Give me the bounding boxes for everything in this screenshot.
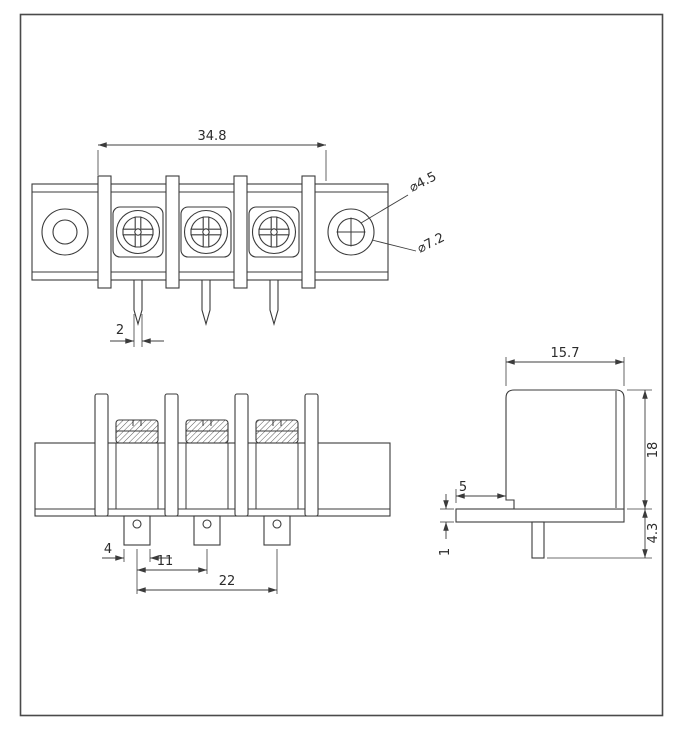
barrier-wall-front bbox=[164, 393, 179, 517]
mounting-hole-right bbox=[327, 208, 375, 256]
terminal-screw-front bbox=[115, 419, 159, 444]
dim-hole-outer-label: ⌀7.2 bbox=[415, 230, 447, 256]
terminal-screw bbox=[180, 206, 232, 258]
dim-body-height: 18 bbox=[627, 389, 661, 510]
dim-body-height-label: 18 bbox=[646, 442, 661, 459]
dim-hole-inner-label: ⌀4.5 bbox=[407, 169, 439, 195]
dim-base-thickness-label: 1 bbox=[438, 548, 453, 556]
dim-base-thickness: 1 bbox=[438, 494, 454, 556]
solder-pin bbox=[269, 279, 279, 327]
barrier-wall bbox=[97, 175, 112, 289]
side-view-body bbox=[505, 389, 625, 510]
dim-overall-width-label: 34.8 bbox=[198, 129, 227, 144]
terminal-screw bbox=[248, 206, 300, 258]
terminal-screw-front bbox=[185, 419, 229, 444]
dim-pin-pitch: 11 bbox=[136, 549, 208, 594]
barrier-wall-front bbox=[234, 393, 249, 517]
barrier-wall-front bbox=[304, 393, 319, 517]
pin-tab bbox=[123, 515, 151, 546]
dim-pin-length: 4.3 bbox=[547, 508, 661, 559]
mounting-hole-left bbox=[41, 208, 89, 256]
dim-pin-span: 22 bbox=[136, 549, 278, 594]
barrier-wall bbox=[301, 175, 316, 289]
front-view: 4 11 22 bbox=[34, 393, 391, 594]
solder-pin bbox=[201, 279, 211, 327]
terminal-screw bbox=[112, 206, 164, 258]
top-view: 34.8 ⌀4.5 ⌀7.2 2 bbox=[31, 129, 447, 347]
barrier-wall-front bbox=[94, 393, 109, 517]
side-view: 15.7 5 18 4.3 bbox=[438, 346, 661, 559]
dim-pin-thickness-label: 2 bbox=[116, 323, 124, 338]
dim-pin-span-label: 22 bbox=[219, 574, 236, 589]
pin-tab bbox=[263, 515, 291, 546]
front-view-body bbox=[34, 442, 391, 517]
dim-tab-width: 4 bbox=[102, 542, 172, 562]
dim-flange-extension: 5 bbox=[455, 480, 507, 503]
dim-pin-pitch-label: 11 bbox=[157, 554, 174, 569]
base-plate bbox=[455, 508, 625, 523]
pin-tab bbox=[193, 515, 221, 546]
solder-pin bbox=[133, 279, 143, 327]
dim-flange-extension-label: 5 bbox=[459, 480, 467, 495]
barrier-wall bbox=[165, 175, 180, 289]
dim-pin-length-label: 4.3 bbox=[646, 523, 661, 544]
dim-body-depth: 15.7 bbox=[505, 346, 625, 386]
dim-tab-width-label: 4 bbox=[104, 542, 112, 557]
dim-overall-width: 34.8 bbox=[97, 129, 327, 181]
side-pin bbox=[531, 521, 545, 559]
barrier-wall bbox=[233, 175, 248, 289]
dim-body-depth-label: 15.7 bbox=[551, 346, 580, 361]
dim-pin-thickness: 2 bbox=[110, 314, 164, 347]
sheet-border bbox=[19, 13, 664, 717]
terminal-screw-front bbox=[255, 419, 299, 444]
